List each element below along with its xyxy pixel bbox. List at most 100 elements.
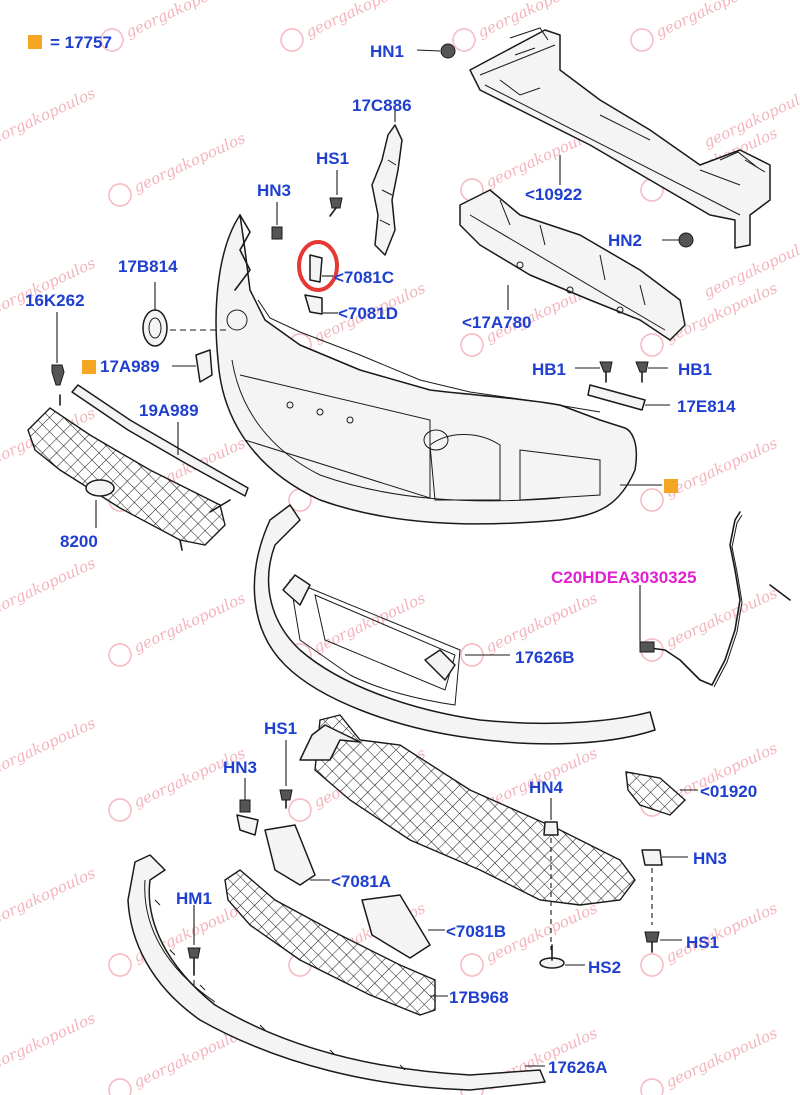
- label-C20HDEA3030325: C20HDEA3030325: [551, 568, 697, 587]
- label-HS1-top: HS1: [316, 149, 349, 168]
- label-HB1-left: HB1: [532, 360, 566, 379]
- part-19A989-moulding: [71, 384, 249, 497]
- watermark-5: georgakopoulos: [0, 84, 98, 152]
- label-HS1-right: HS1: [686, 933, 719, 952]
- label-19A989: 19A989: [139, 401, 199, 420]
- marker-17757-bumper: [664, 479, 678, 493]
- part-17626B-lower-cover: [253, 504, 656, 745]
- label-7081C: <7081C: [334, 268, 394, 287]
- clip-HN4: [543, 821, 559, 836]
- clip-HN1: [440, 43, 456, 59]
- screw-HS1-top: [329, 197, 343, 217]
- label-HS2: HS2: [588, 958, 621, 977]
- watermark-20: georgakopoulos: [0, 554, 98, 622]
- part-front-bumper-cover: [215, 214, 637, 525]
- watermark-text: georgakopoulos: [123, 0, 241, 41]
- watermark-24: georgakopoulos: [640, 584, 780, 662]
- part-10922-reinforcement-bar: [469, 27, 771, 249]
- part-17626A-lower-lip: [127, 854, 546, 1091]
- part-7081C-bracket: [309, 254, 323, 283]
- watermark-text: georgakopoulos: [131, 744, 249, 812]
- watermark-text: georgakopoulos: [0, 1009, 98, 1077]
- part-7081A-bracket: [264, 824, 316, 886]
- watermark-text: georgakopoulos: [0, 714, 98, 782]
- part-17B814-bezel: [142, 309, 168, 347]
- clip-16K262: [51, 364, 65, 386]
- watermark-30: georgakopoulos: [0, 864, 98, 932]
- watermark-text: georgakopoulos: [0, 554, 98, 622]
- label-17626A: 17626A: [548, 1058, 608, 1077]
- label-17C886: 17C886: [352, 96, 412, 115]
- watermark-1: georgakopoulos: [100, 0, 241, 52]
- watermark-10: georgakopoulos: [0, 254, 98, 322]
- label-17B814: 17B814: [118, 257, 178, 276]
- part-bracket-left: [236, 814, 259, 836]
- watermark-text: georgakopoulos: [0, 864, 98, 932]
- screw-HS1-mid: [279, 789, 293, 809]
- screw-HS1-right: [644, 931, 660, 953]
- label-17E814: 17E814: [677, 397, 736, 416]
- watermark-text: georgakopoulos: [475, 0, 593, 41]
- label-7081A: <7081A: [331, 872, 391, 891]
- label-HN1: HN1: [370, 42, 404, 61]
- watermark-38: georgakopoulos: [640, 1024, 781, 1095]
- label-HM1: HM1: [176, 889, 212, 908]
- marker-17757-17A989: [82, 360, 96, 374]
- part-8200-grille: [27, 394, 231, 551]
- part-undertray: [299, 714, 636, 906]
- watermark-text: georgakopoulos: [663, 1024, 781, 1092]
- label-HN3-mid: HN3: [223, 758, 257, 777]
- label-17B968: 17B968: [449, 988, 509, 1007]
- watermark-text: georgakopoulos: [483, 589, 601, 657]
- watermark-text: georgakopoulos: [303, 0, 421, 41]
- label-HN4: HN4: [529, 778, 564, 797]
- watermark-4: georgakopoulos: [630, 0, 771, 52]
- watermark-text: georgakopoulos: [311, 589, 429, 657]
- label-7081D: <7081D: [338, 304, 398, 323]
- clip-HN2: [678, 232, 694, 248]
- label-HS1-mid: HS1: [264, 719, 297, 738]
- part-17B968-lower-grille: [224, 869, 436, 1016]
- part-C20HDEA-wire-harness: [639, 511, 791, 688]
- label-16K262: 16K262: [25, 291, 85, 310]
- legend: = 17757: [28, 33, 112, 52]
- label-7081B: <7081B: [446, 922, 506, 941]
- label-01920: <01920: [700, 782, 757, 801]
- label-17A989: 17A989: [100, 357, 160, 376]
- watermark-25: georgakopoulos: [0, 714, 98, 782]
- part-17A780-energy-absorber: [459, 189, 686, 341]
- screw-HS2: [539, 944, 565, 969]
- watermark-text: georgakopoulos: [131, 589, 249, 657]
- clip-HN3-mid: [239, 799, 251, 813]
- label-17A780: <17A780: [462, 313, 531, 332]
- clip-HB1-right: [635, 361, 649, 383]
- part-17A989-cap: [195, 349, 213, 383]
- legend-marker: [28, 35, 42, 49]
- watermark-21: georgakopoulos: [108, 589, 249, 667]
- label-HN3-top: HN3: [257, 181, 291, 200]
- screw-HM1: [187, 947, 201, 976]
- part-01920-tow-cover: [625, 771, 687, 816]
- watermark-text: georgakopoulos: [131, 129, 249, 197]
- label-8200: 8200: [60, 532, 98, 551]
- label-HN2: HN2: [608, 231, 642, 250]
- clip-HB1-left: [599, 361, 613, 383]
- label-10922: <10922: [525, 185, 582, 204]
- watermark-text: georgakopoulos: [0, 84, 98, 152]
- clip-HN3-top: [271, 226, 283, 240]
- watermark-7: georgakopoulos: [108, 129, 249, 207]
- label-HN3-right: HN3: [693, 849, 727, 868]
- watermark-text: georgakopoulos: [663, 899, 781, 967]
- legend-text: = 17757: [50, 33, 112, 52]
- label-17626B: 17626B: [515, 648, 575, 667]
- watermark-26: georgakopoulos: [108, 744, 249, 822]
- watermark-19: georgakopoulos: [640, 434, 780, 512]
- highlight-circle: [297, 240, 339, 292]
- watermark-text: georgakopoulos: [653, 0, 771, 41]
- watermark-text: georgakopoulos: [0, 254, 98, 322]
- watermark-35: georgakopoulos: [0, 1009, 98, 1077]
- part-17E814-bracket: [587, 384, 646, 411]
- part-7081D-bracket: [304, 294, 323, 315]
- part-17C886-bracket: [371, 124, 403, 256]
